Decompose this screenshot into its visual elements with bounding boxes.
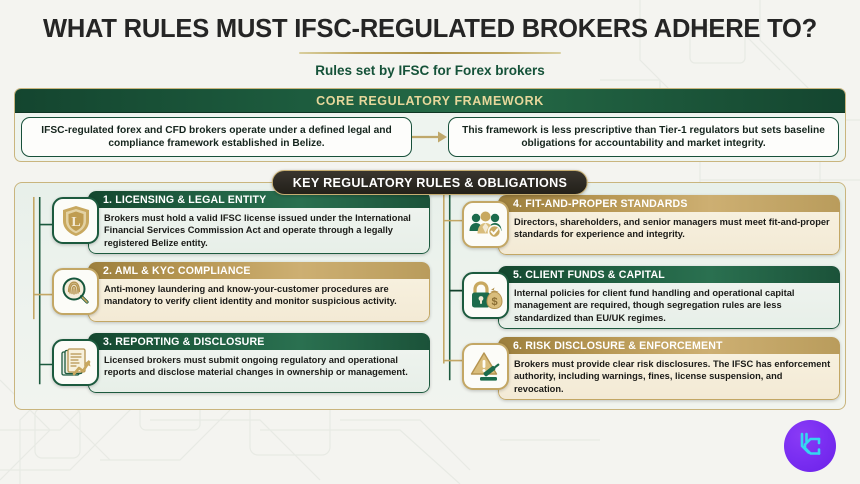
title-divider [299,51,561,54]
rule-card-3[interactable]: 3. REPORTING & DISCLOSURE Licensed broke… [20,333,430,395]
rule-card-2[interactable]: 2. AML & KYC COMPLIANCE Anti-money laund… [20,262,430,324]
rule-card-6[interactable]: 6. RISK DISCLOSURE & ENFORCEMENT Brokers… [430,337,840,401]
rule-card-1[interactable]: L 1. LICENSING & LEGAL ENTITY Brokers mu… [20,191,430,255]
rule-card-3-content: 3. REPORTING & DISCLOSURE Licensed broke… [88,333,430,393]
rule-card-1-content: 1. LICENSING & LEGAL ENTITY Brokers must… [88,191,430,255]
rule-card-3-body: Licensed brokers must submit ongoing reg… [88,350,430,393]
warning-gavel-icon [462,343,509,390]
report-chart-icon [52,339,99,386]
core-statement-left: IFSC-regulated forex and CFD brokers ope… [21,117,412,157]
rule-card-2-body: Anti-money laundering and know-your-cust… [88,279,430,322]
core-framework-body: IFSC-regulated forex and CFD brokers ope… [15,113,845,161]
svg-text:L: L [71,215,80,230]
page-title: WHAT RULES MUST IFSC-REGULATED BROKERS A… [42,15,818,43]
rules-column-right: 4. FIT-AND-PROPER STANDARDS Directors, s… [430,191,840,404]
rule-card-5-title: 5. CLIENT FUNDS & CAPITAL [498,266,840,283]
rule-card-4-body: Directors, shareholders, and senior mana… [498,212,840,255]
rule-card-4-content: 4. FIT-AND-PROPER STANDARDS Directors, s… [498,195,840,255]
rule-card-1-title: 1. LICENSING & LEGAL ENTITY [88,191,430,208]
padlock-money-bag-icon: $ [462,272,509,319]
page-subtitle: Rules set by IFSC for Forex brokers [315,63,545,78]
key-rules-pill: KEY REGULATORY RULES & OBLIGATIONS [271,170,589,195]
magnifier-fingerprint-icon [52,268,99,315]
core-arrow-icon [412,117,448,157]
rule-card-1-body: Brokers must hold a valid IFSC license i… [88,208,430,255]
rules-columns: L 1. LICENSING & LEGAL ENTITY Brokers mu… [14,182,846,410]
core-framework-heading: CORE REGULATORY FRAMEWORK [15,89,845,113]
rule-card-2-title: 2. AML & KYC COMPLIANCE [88,262,430,279]
rule-card-6-title: 6. RISK DISCLOSURE & ENFORCEMENT [498,337,840,354]
shield-license-icon: L [52,197,99,244]
core-statement-right: This framework is less prescriptive than… [448,117,839,157]
rule-card-6-body: Brokers must provide clear risk disclosu… [498,354,840,401]
rule-card-4-title: 4. FIT-AND-PROPER STANDARDS [498,195,840,212]
rule-card-4[interactable]: 4. FIT-AND-PROPER STANDARDS Directors, s… [430,195,840,257]
rule-card-2-content: 2. AML & KYC COMPLIANCE Anti-money laund… [88,262,430,322]
core-framework-panel: CORE REGULATORY FRAMEWORK IFSC-regulated… [14,88,846,162]
lc-monogram-logo [784,420,836,472]
rule-card-5[interactable]: $ 5. CLIENT FUNDS & CAPITAL Internal pol… [430,266,840,330]
rule-card-6-content: 6. RISK DISCLOSURE & ENFORCEMENT Brokers… [498,337,840,401]
rules-column-left: L 1. LICENSING & LEGAL ENTITY Brokers mu… [20,191,430,404]
rule-card-5-body: Internal policies for client fund handli… [498,283,840,330]
svg-text:$: $ [491,296,497,308]
rule-card-3-title: 3. REPORTING & DISCLOSURE [88,333,430,350]
rule-card-5-content: 5. CLIENT FUNDS & CAPITAL Internal polic… [498,266,840,330]
people-check-icon [462,201,509,248]
